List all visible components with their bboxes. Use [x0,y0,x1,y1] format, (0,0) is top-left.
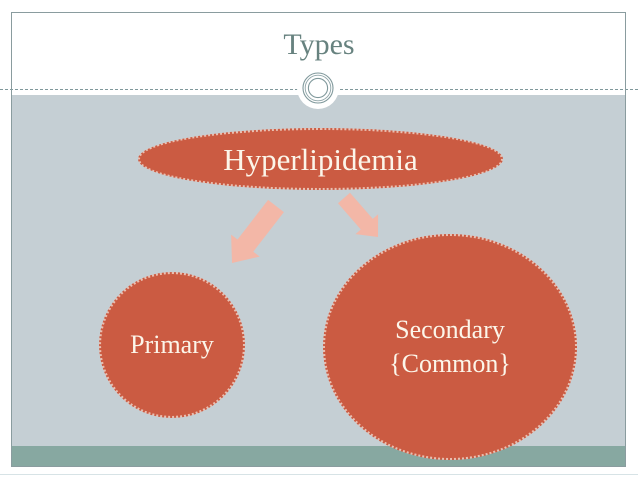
bottom-rule-line [0,474,638,475]
diagram-node-label: Secondary [395,314,505,344]
divider-ring-ornament-icon [302,72,334,104]
diagram-node-secondary: Secondary {Common} [323,234,577,460]
diagram-node-label: Hyperlipidemia [223,141,418,177]
diagram-node-sublabel: {Common} [389,349,511,378]
diagram-node-primary: Primary [99,272,245,418]
slide-frame-border [11,12,626,467]
slide-title: Types [283,28,355,61]
footer-band [12,446,625,466]
diagram-node-hyperlipidemia: Hyperlipidemia [138,128,503,190]
diagram-node-label: Primary [130,330,214,359]
